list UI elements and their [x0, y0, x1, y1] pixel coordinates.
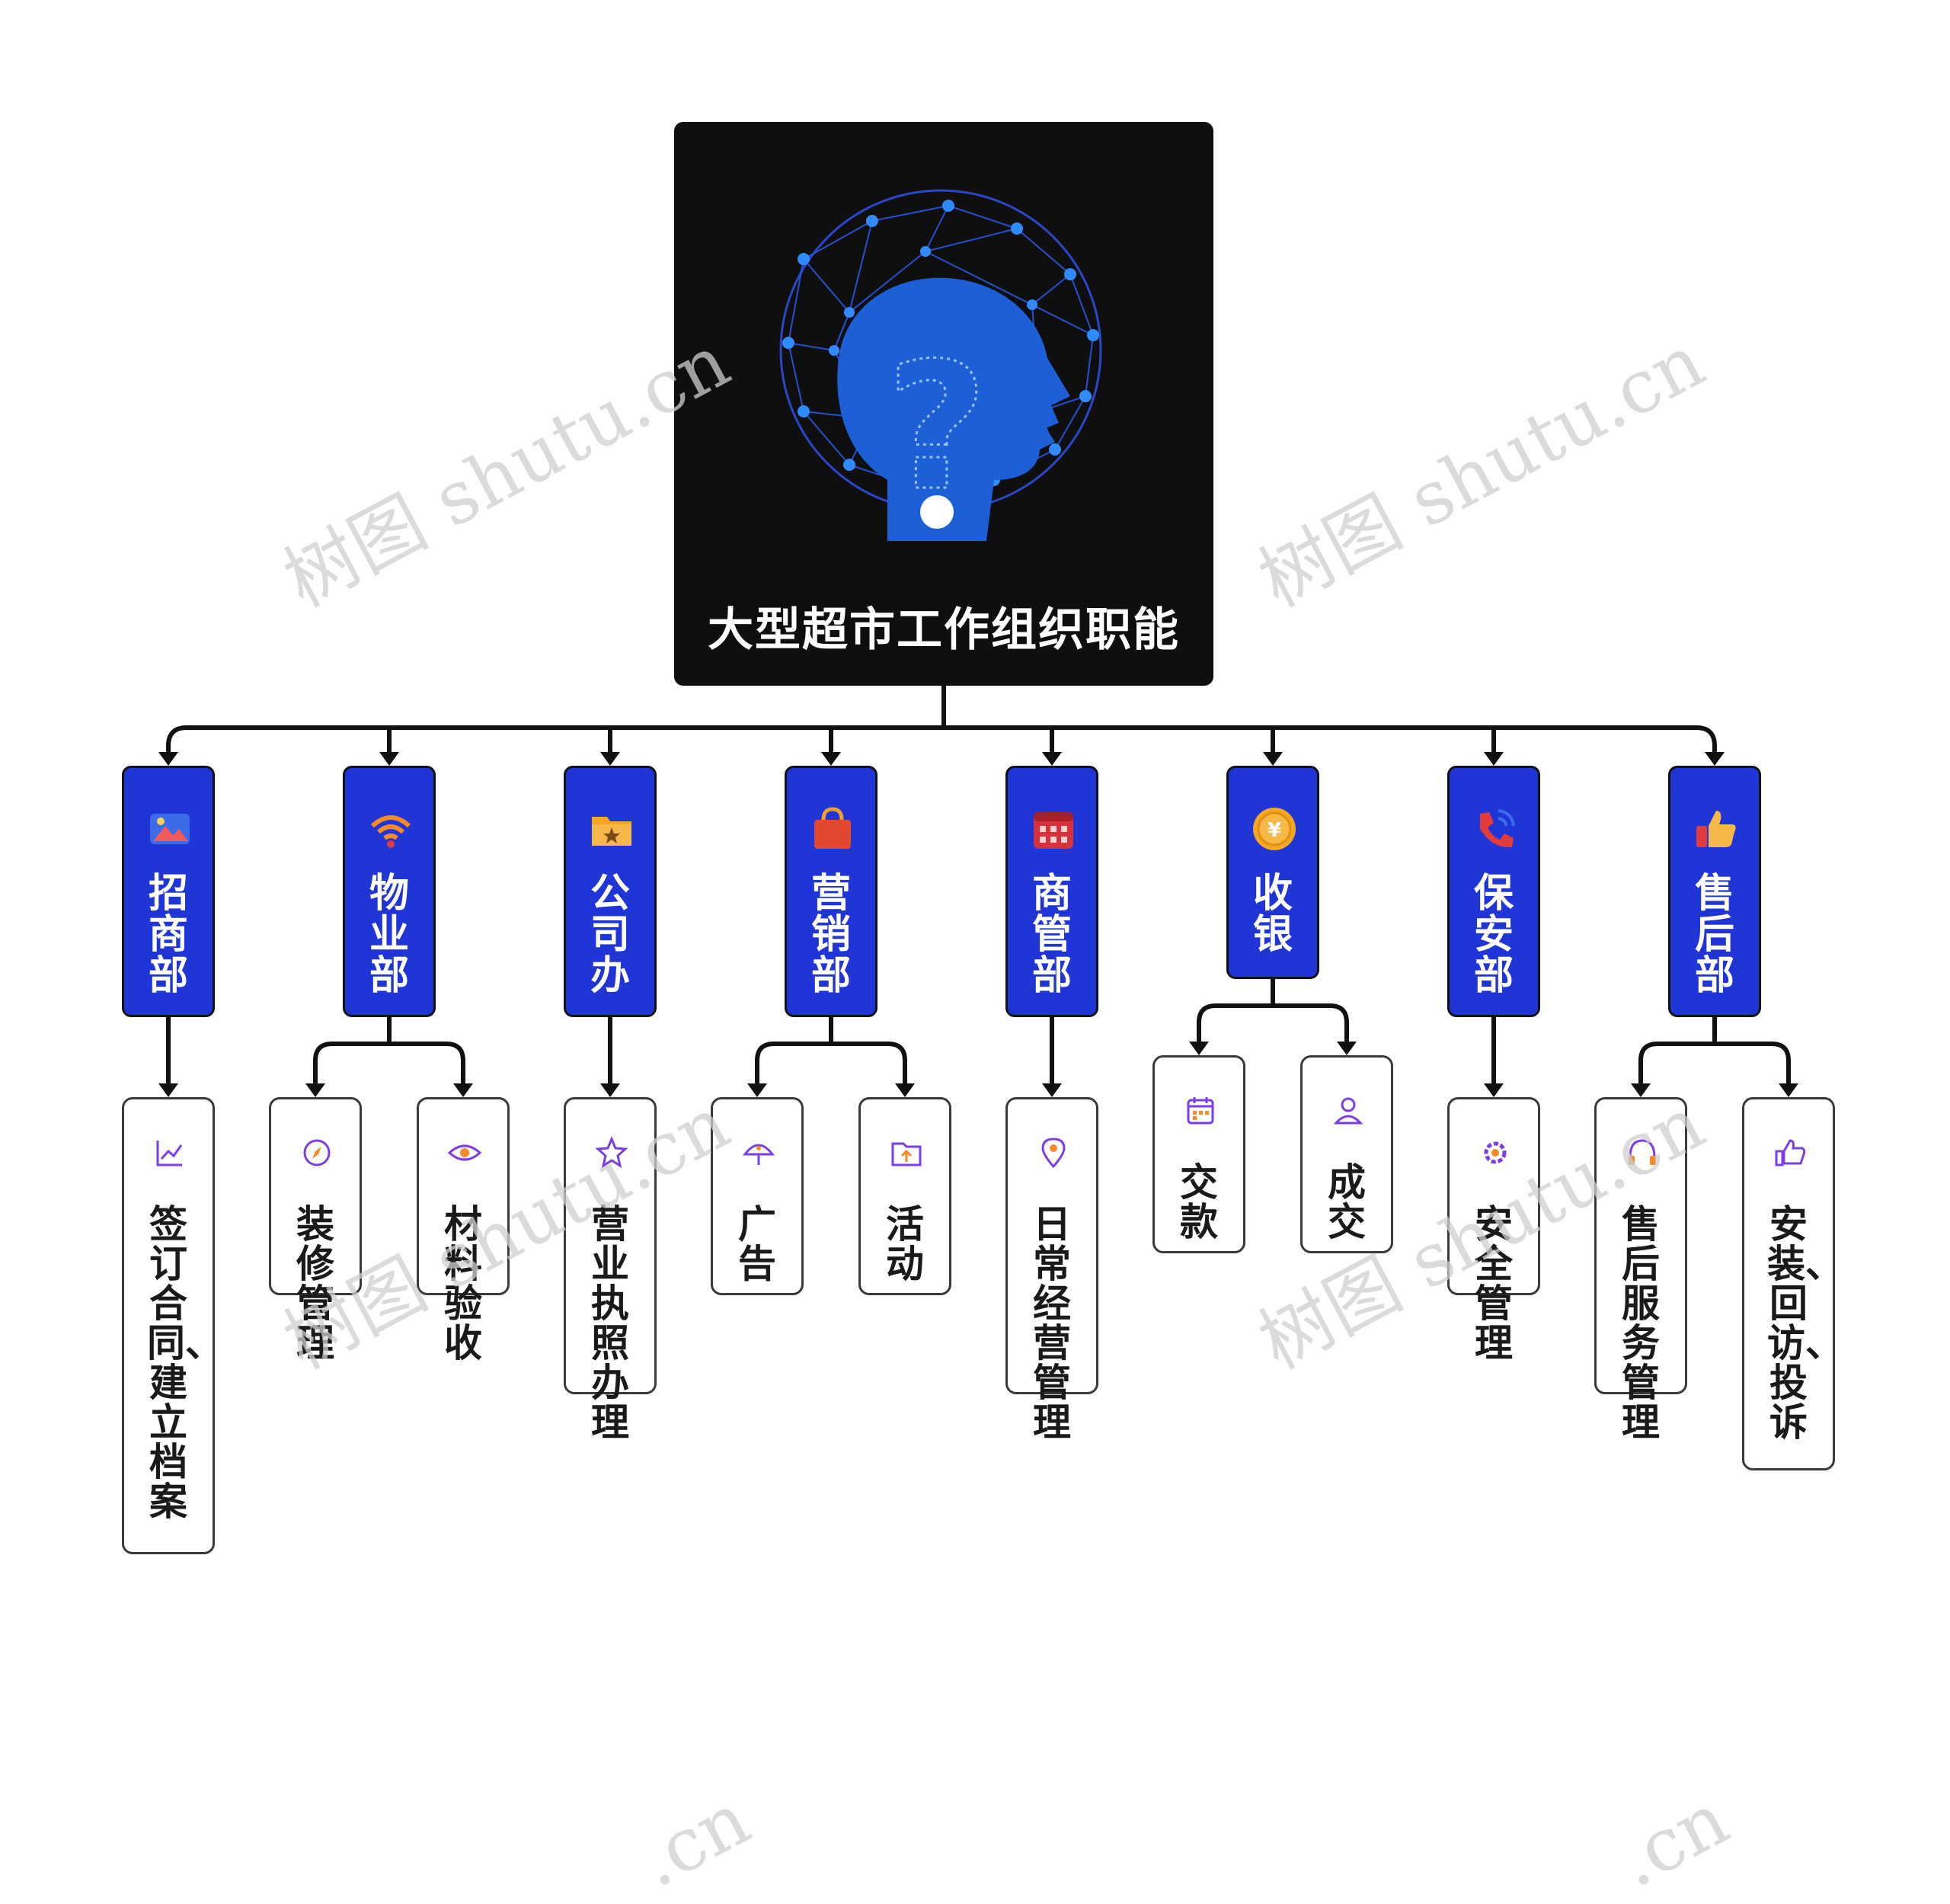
- function-node[interactable]: 装修管理: [269, 1097, 362, 1363]
- connector-arrowhead: [305, 1083, 325, 1097]
- department-label: 公司办: [590, 871, 630, 999]
- function-node[interactable]: 售后服务管理: [1594, 1097, 1687, 1442]
- phone-icon: [1469, 803, 1521, 855]
- connector-lines: [158, 686, 1798, 1097]
- department-node[interactable]: 招商部: [122, 766, 215, 1017]
- department-label: 商管部: [1031, 871, 1072, 999]
- connector-arrowhead: [1042, 752, 1062, 766]
- department-node[interactable]: 物业部: [343, 766, 436, 1017]
- department-label: 售后部: [1694, 871, 1734, 999]
- function-label: 材料验收: [444, 1202, 482, 1365]
- connector-arrowhead: [1631, 1083, 1651, 1097]
- connector-arrowhead: [1779, 1083, 1798, 1097]
- connector-arrowhead: [1484, 752, 1504, 766]
- department-label: 保安部: [1473, 871, 1514, 999]
- map-pin-icon: [1035, 1134, 1072, 1171]
- department-node[interactable]: 商管部: [1005, 766, 1098, 1017]
- department-node[interactable]: 营销部: [785, 766, 878, 1017]
- connector-arrowhead: [1337, 1042, 1357, 1055]
- department-label: 收银: [1252, 871, 1293, 958]
- thumbs-up-icon: [1690, 803, 1742, 855]
- folder-upload-icon: [888, 1134, 925, 1171]
- yen-coin-icon: ¥: [1248, 803, 1300, 855]
- connector-arrowhead: [158, 1083, 178, 1097]
- headphones-icon: [1624, 1134, 1661, 1171]
- wifi-signal-icon: [365, 803, 417, 855]
- function-label: 交款: [1180, 1160, 1218, 1244]
- umbrella-icon: [740, 1134, 777, 1171]
- connector-line: [1197, 1003, 1349, 1042]
- connector-line: [313, 1042, 465, 1083]
- connector-arrowhead: [821, 752, 841, 766]
- connector-arrowhead: [747, 1083, 767, 1097]
- mindmap-canvas: ? 大型超市工作组织职能 招商部 签订合同、建立档案 物业部 装修管理 材料验收…: [122, 122, 1843, 1904]
- department-node[interactable]: 公司办: [564, 766, 657, 1017]
- function-node[interactable]: 安装、回访、投诉: [1742, 1097, 1843, 1470]
- connector-arrowhead: [1189, 1042, 1209, 1055]
- connector-arrowhead: [379, 752, 399, 766]
- connector-line: [166, 725, 1717, 747]
- function-node[interactable]: 活动: [858, 1097, 951, 1295]
- function-label: 售后服务管理: [1622, 1202, 1660, 1445]
- connector-arrowhead: [1042, 1083, 1062, 1097]
- department-label: 招商部: [148, 871, 188, 999]
- connector-line: [755, 1042, 907, 1083]
- function-label: 活动: [886, 1202, 924, 1286]
- department-label: 物业部: [369, 871, 409, 999]
- connector-arrowhead: [600, 752, 620, 766]
- calendar-icon: [1028, 803, 1079, 855]
- svg-text:¥: ¥: [1268, 819, 1281, 842]
- connector-arrowhead: [453, 1083, 473, 1097]
- department-node[interactable]: ¥ 收银: [1226, 766, 1319, 979]
- head-silhouette: [837, 277, 1070, 541]
- compass-icon: [299, 1134, 335, 1171]
- department-label: 营销部: [810, 871, 851, 999]
- function-label: 营业执照办理: [591, 1202, 629, 1445]
- function-label: 日常经营管理: [1033, 1202, 1071, 1445]
- root-node[interactable]: ? 大型超市工作组织职能: [674, 122, 1213, 686]
- connector-arrowhead: [1705, 752, 1725, 766]
- shopping-bag-icon: [807, 803, 858, 855]
- gear-icon: [1477, 1134, 1514, 1171]
- department-node[interactable]: 保安部: [1447, 766, 1540, 1017]
- folder-star-icon: [586, 803, 638, 855]
- user-icon: [1330, 1093, 1367, 1129]
- function-label: 安全管理: [1475, 1202, 1513, 1365]
- function-node[interactable]: 交款: [1152, 1055, 1245, 1253]
- connector-arrowhead: [1484, 1083, 1504, 1097]
- connector-arrowhead: [600, 1083, 620, 1097]
- connector-arrowhead: [895, 1083, 915, 1097]
- function-node[interactable]: 成交: [1300, 1055, 1393, 1253]
- function-label: 安装、回访、投诉: [1767, 1202, 1843, 1445]
- line-chart-icon: [152, 1134, 188, 1171]
- star-icon: [593, 1134, 630, 1171]
- function-label: 签订合同、建立档案: [147, 1202, 223, 1524]
- function-label: 装修管理: [296, 1202, 334, 1365]
- landscape-image-icon: [144, 803, 196, 855]
- function-node[interactable]: 签订合同、建立档案: [122, 1097, 223, 1554]
- connector-line: [1638, 1042, 1791, 1083]
- connector-arrowhead: [158, 752, 178, 766]
- function-node[interactable]: 广告: [711, 1097, 804, 1295]
- calendar-small-icon: [1182, 1093, 1219, 1129]
- function-node[interactable]: 安全管理: [1447, 1097, 1540, 1363]
- connector-arrowhead: [1263, 752, 1283, 766]
- eye-icon: [446, 1134, 483, 1171]
- function-label: 成交: [1328, 1160, 1366, 1244]
- root-title: 大型超市工作组织职能: [708, 603, 1180, 657]
- function-label: 广告: [738, 1202, 776, 1286]
- function-node[interactable]: 营业执照办理: [564, 1097, 657, 1442]
- function-node[interactable]: 日常经营管理: [1005, 1097, 1098, 1442]
- department-node[interactable]: 售后部: [1668, 766, 1761, 1017]
- head-network-illustration: ?: [779, 189, 1102, 541]
- thumbs-up-small-icon: [1772, 1134, 1808, 1171]
- function-node[interactable]: 材料验收: [417, 1097, 510, 1363]
